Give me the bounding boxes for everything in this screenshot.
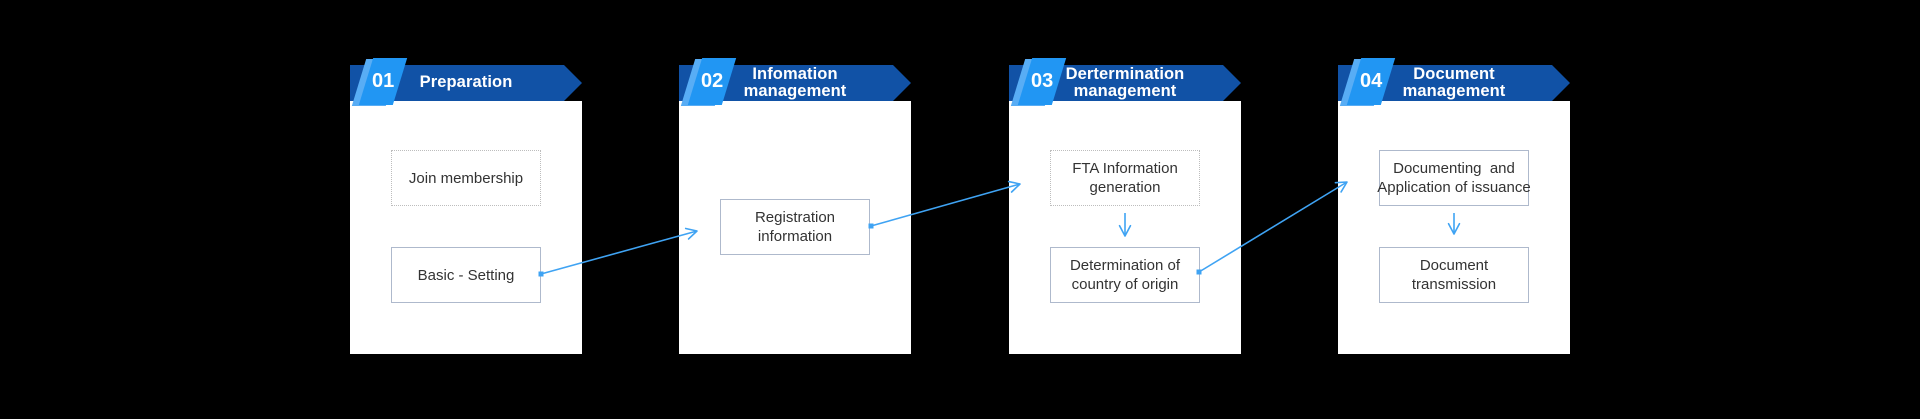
node-determination-of-country-of-origin: Determination of country of origin [1050, 247, 1200, 303]
step-title-line: Preparation [419, 73, 513, 92]
node-document-transmission: Document transmission [1379, 247, 1529, 303]
step-panel-infomation-management: Infomation management 02 Registration in… [679, 58, 911, 354]
node-basic-setting: Basic - Setting [391, 247, 541, 303]
node-registration-information: Registration information [720, 199, 870, 255]
step-title: Preparation [420, 74, 513, 92]
step-number-badge: 02 [680, 58, 737, 106]
step-number: 04 [1359, 70, 1383, 92]
node-label: Registration [754, 209, 836, 226]
step-title-line: management [1073, 82, 1177, 100]
step-title-line: Document [1413, 64, 1495, 83]
node-label: FTA Information [1072, 160, 1178, 177]
node-label: Join membership [408, 169, 524, 187]
step-title-line: management [1402, 82, 1506, 100]
step-number: 03 [1030, 70, 1054, 92]
step-body: Registration information [679, 101, 911, 354]
node-label: country of origin [1071, 276, 1179, 293]
step-body: FTA Information generation Determination… [1009, 101, 1241, 354]
step-number: 02 [700, 70, 724, 92]
node-label: generation [1089, 179, 1161, 196]
step-body: Documenting and Application of issuance … [1338, 101, 1570, 354]
node-join-membership: Join membership [391, 150, 541, 206]
step-title-line: Dertermination [1065, 64, 1185, 83]
step-title: Dertermination management [1066, 66, 1185, 101]
node-label: Document [1419, 257, 1489, 274]
node-label: Basic - Setting [417, 266, 515, 284]
step-title: Infomation management [744, 66, 847, 101]
step-panel-dertermination-management: Dertermination management 03 FTA Informa… [1009, 58, 1241, 354]
step-title-line: Infomation [752, 64, 838, 83]
step-panel-document-management: Document management 04 Documenting and A… [1338, 58, 1570, 354]
step-number-badge: 01 [351, 58, 408, 106]
step-title-line: management [743, 82, 847, 100]
step-number-badge: 03 [1010, 58, 1067, 106]
step-title: Document management [1403, 66, 1506, 101]
node-fta-information-generation: FTA Information generation [1050, 150, 1200, 206]
step-number-badge: 04 [1339, 58, 1396, 106]
step-number: 01 [371, 70, 395, 92]
step-panel-preparation: Preparation 01 Join membership Basic - S… [350, 58, 582, 354]
node-label: transmission [1411, 276, 1497, 293]
node-documenting-and-application-of-issuance: Documenting and Application of issuance [1377, 150, 1531, 206]
node-label: Application of issuance [1377, 179, 1531, 196]
node-label: Determination of [1069, 257, 1181, 274]
node-label: information [757, 228, 833, 245]
step-body: Join membership Basic - Setting [350, 101, 582, 354]
node-label: Documenting and [1393, 160, 1515, 177]
